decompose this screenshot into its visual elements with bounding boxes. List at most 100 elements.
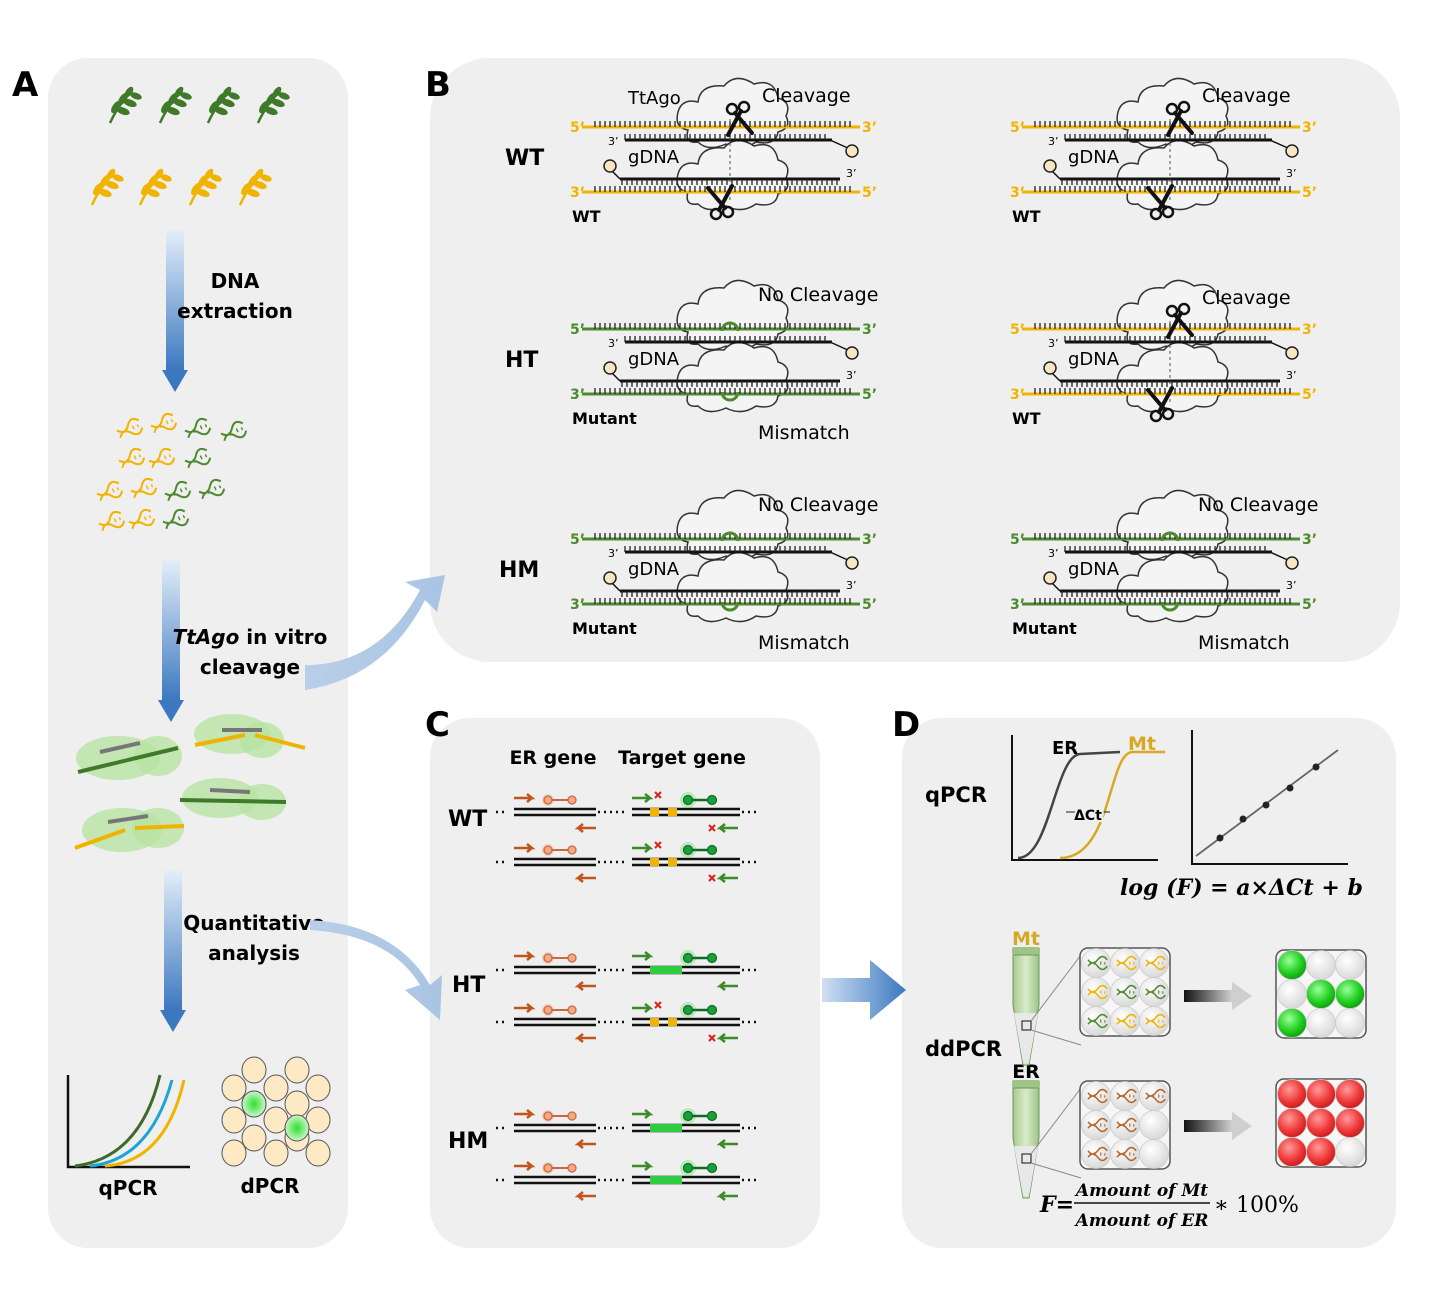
end-5-bottom: 5’ [1302,185,1317,201]
arrow-head [1232,1112,1252,1140]
droplet [1139,1081,1169,1111]
droplet [1306,1079,1336,1109]
gdna-label: gDNA [628,147,680,168]
er-forward-primer [514,1003,536,1013]
panel-letter-a: A [12,65,39,105]
droplet [1081,1081,1111,1111]
arrow-head-2 [158,700,184,722]
guide-3-bottom: 3’ [1286,369,1297,382]
arrow-c-to-d [822,960,906,1020]
droplet [1335,1108,1365,1138]
guide-3-top: 3’ [1048,135,1059,148]
guide-3-bottom: 3’ [1286,167,1297,180]
target-forward-primer [632,793,654,803]
droplet [1335,1079,1365,1109]
droplet [1139,1139,1169,1169]
phosphate-icon [845,556,859,570]
d-er2-label: ER [1012,1061,1040,1083]
end-3-top: 3’ [862,532,877,548]
cleavage-label: Cleavage [762,85,851,107]
mt-result-grid [1275,949,1367,1039]
base-ticks [1064,546,1266,552]
droplet [1110,948,1140,978]
droplet [1335,979,1365,1009]
droplet [1110,1110,1140,1140]
phosphate-icon [845,144,859,158]
step3b-label: analysis [208,941,300,965]
end-3-top: 3’ [1302,322,1317,338]
mismatch-bulge-top [720,321,740,332]
cleavage-label: Cleavage [1202,85,1291,107]
phosphate-icon [603,159,617,173]
base-ticks [1064,134,1266,140]
end-5-top: 5’ [570,532,585,548]
droplet [1110,977,1140,1007]
formula-denominator: Amount of ER [1074,1211,1209,1231]
standard-curve-plot [1191,730,1348,865]
phosphate-icon [603,361,617,375]
end-5-top: 5’ [1010,120,1025,136]
er-reverse-primer [574,1033,596,1043]
droplet [1081,1139,1111,1169]
col-target-gene: Target gene [618,747,746,769]
guide-3-bottom: 3’ [846,369,857,382]
droplet [1277,1079,1307,1109]
formula-rhs: ∗ 100% [1214,1193,1299,1218]
gene-row [496,840,756,883]
step2b-label: cleavage [200,655,300,679]
droplet [1277,1008,1307,1038]
target-forward-primer [632,951,654,961]
target-reverse-primer [716,1033,738,1043]
droplet [1110,1081,1140,1111]
droplet [1081,948,1111,978]
droplet [1110,1006,1140,1036]
no-cleavage-label: No Cleavage [758,494,878,516]
droplet [1277,1108,1307,1138]
end-5-bottom: 5’ [862,185,877,201]
row-c-wt: WT [448,807,487,832]
ttago-label: TtAgo [627,88,681,109]
mutant-site [650,1176,682,1184]
step2-label: TtAgo in vitro [173,625,328,649]
base-ticks [621,381,838,387]
er-result-grid [1275,1078,1367,1168]
gene-row [496,948,756,991]
zoom-line [1030,1162,1082,1179]
enzyme-top [676,489,789,561]
er-forward-primer [514,951,536,961]
base-ticks [624,134,826,140]
end-5-bottom: 5’ [862,597,877,613]
er-reverse-primer [574,981,596,991]
row-c-ht: HT [452,973,485,998]
arrow-shaft-1 [166,230,184,370]
phosphate-icon [1043,571,1057,585]
d-equation: log (F) = a×ΔCt + b [1120,875,1363,901]
row-label-ht: HT [505,348,538,373]
ddpcr-graphics [1012,947,1367,1199]
mismatch-label: Mismatch [758,422,850,444]
no-cleavage-label: No Cleavage [758,284,878,306]
phosphate-icon [1043,159,1057,173]
guide-3-bottom: 3’ [846,579,857,592]
zoom-line [1030,954,1082,1022]
end-3-top: 3’ [862,322,877,338]
gdna-label: gDNA [628,559,680,580]
end-3-bottom: 3’ [570,185,585,201]
guide-3-bottom: 3’ [846,167,857,180]
guide-3-top: 3’ [1048,547,1059,560]
end-5-bottom: 5’ [862,387,877,403]
mismatch-bulge-bottom [720,601,740,612]
droplet [1081,1006,1111,1036]
mt-droplet-grid [1079,947,1171,1037]
droplet [1081,1110,1111,1140]
qpcr-curve-plot [1011,735,1165,861]
base-ticks [621,591,838,597]
end-3-bottom: 3’ [570,387,585,403]
er-reverse-primer [574,1139,596,1149]
wt-site [668,858,677,866]
bottom-strand-label: WT [1012,409,1041,428]
phosphate-icon [1043,361,1057,375]
